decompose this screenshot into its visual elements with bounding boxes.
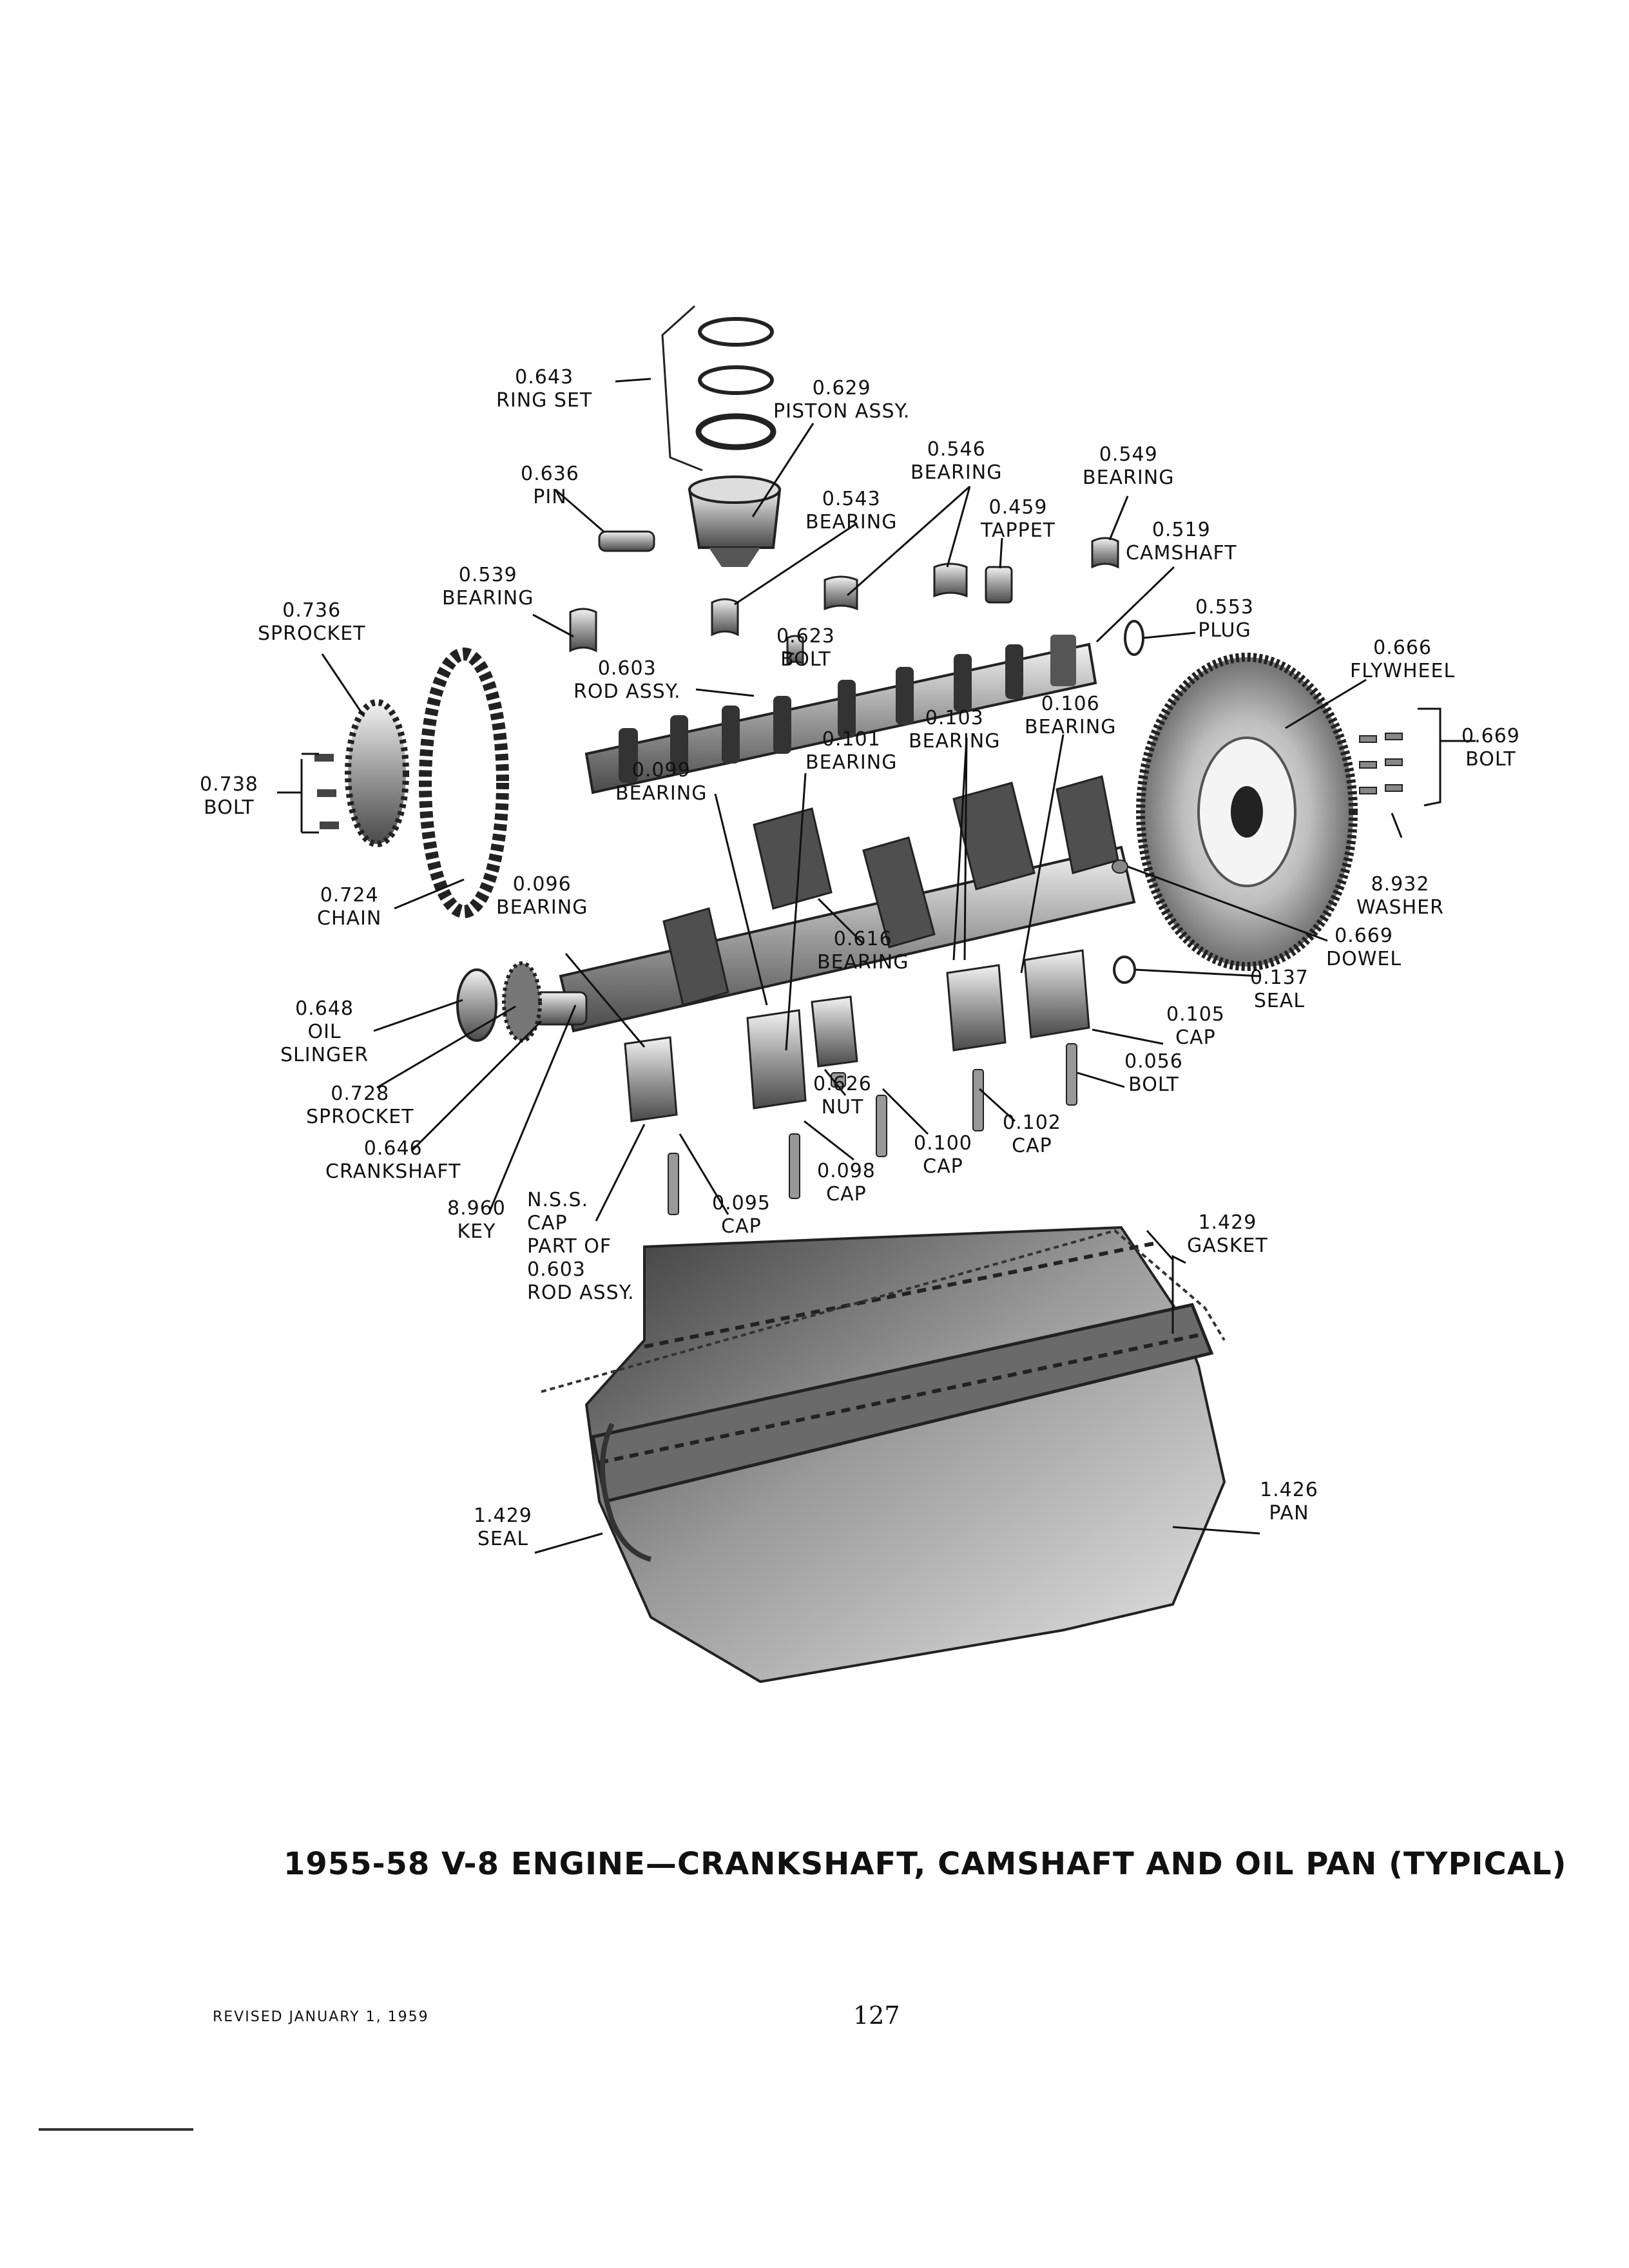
plug-part	[1124, 620, 1144, 656]
slinger-sprocket-part	[456, 961, 542, 1043]
timing-set-part	[314, 648, 509, 918]
pan-gasket-part	[541, 1229, 1226, 1562]
bearing-caps-lower	[624, 949, 1090, 1122]
ring-set-part	[661, 305, 776, 472]
revised-date: REVISED JANUARY 1, 1959	[213, 2009, 429, 2025]
camshaft-part	[584, 635, 1097, 794]
figure-caption: 1955-58 V-8 ENGINE—CRANKSHAFT, CAMSHAFT …	[284, 1846, 1567, 1882]
tappet-part	[985, 566, 1013, 604]
piston-part	[688, 476, 782, 567]
oil-pan-part	[584, 1225, 1226, 1684]
pin-part	[598, 530, 655, 552]
bearing-shells-upper	[569, 537, 1119, 666]
page-number: 127	[853, 2001, 900, 2030]
flywheel-hardware	[1112, 733, 1403, 984]
leader-lines	[277, 378, 1476, 1554]
crankshaft-part	[534, 775, 1136, 1033]
flywheel-part	[1136, 653, 1358, 971]
